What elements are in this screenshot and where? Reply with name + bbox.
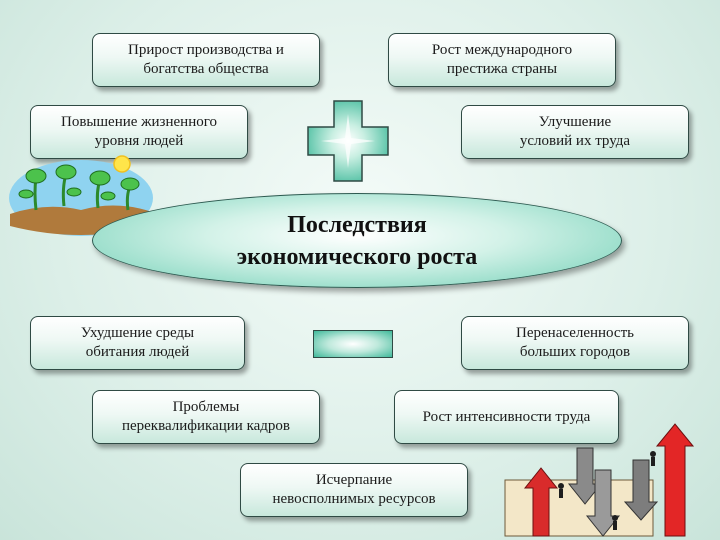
- center-title: Последствия экономического роста: [236, 211, 478, 270]
- box-labor-intensity: Рост интенсивности труда: [394, 390, 619, 444]
- box-international-prestige: Рост международного престижа страны: [388, 33, 616, 87]
- box-work-conditions: Улучшение условий их труда: [461, 105, 689, 159]
- box-environment-worsening: Ухудшение среды обитания людей: [30, 316, 245, 370]
- center-ellipse: Последствия экономического роста: [92, 193, 622, 288]
- box-work-conditions-text: Улучшение условий их труда: [519, 114, 631, 149]
- box-international-prestige-text: Рост международного престижа страны: [431, 42, 573, 77]
- box-labor-intensity-text: Рост интенсивности труда: [422, 408, 591, 425]
- box-living-standard-text: Повышение жизненного уровня людей: [61, 114, 217, 149]
- arrows-people-clipart: [504, 423, 695, 537]
- box-retraining-problems: Проблемы переквалификации кадров: [92, 390, 320, 444]
- box-production-growth: Прирост производства и богатства обществ…: [92, 33, 320, 87]
- plus-sign-icon: [307, 100, 389, 182]
- box-retraining-problems-text: Проблемы переквалификации кадров: [121, 399, 291, 434]
- box-overpopulation: Перенаселенность больших городов: [461, 316, 689, 370]
- box-living-standard: Повышение жизненного уровня людей: [30, 105, 248, 159]
- box-production-growth-text: Прирост производства и богатства обществ…: [128, 42, 284, 77]
- box-overpopulation-text: Перенаселенность больших городов: [516, 325, 634, 360]
- box-resource-exhaustion: Исчерпание невосполнимых ресурсов: [240, 463, 468, 517]
- minus-sign-icon: [313, 330, 393, 358]
- box-environment-worsening-text: Ухудшение среды обитания людей: [80, 325, 195, 360]
- box-resource-exhaustion-text: Исчерпание невосполнимых ресурсов: [272, 472, 436, 507]
